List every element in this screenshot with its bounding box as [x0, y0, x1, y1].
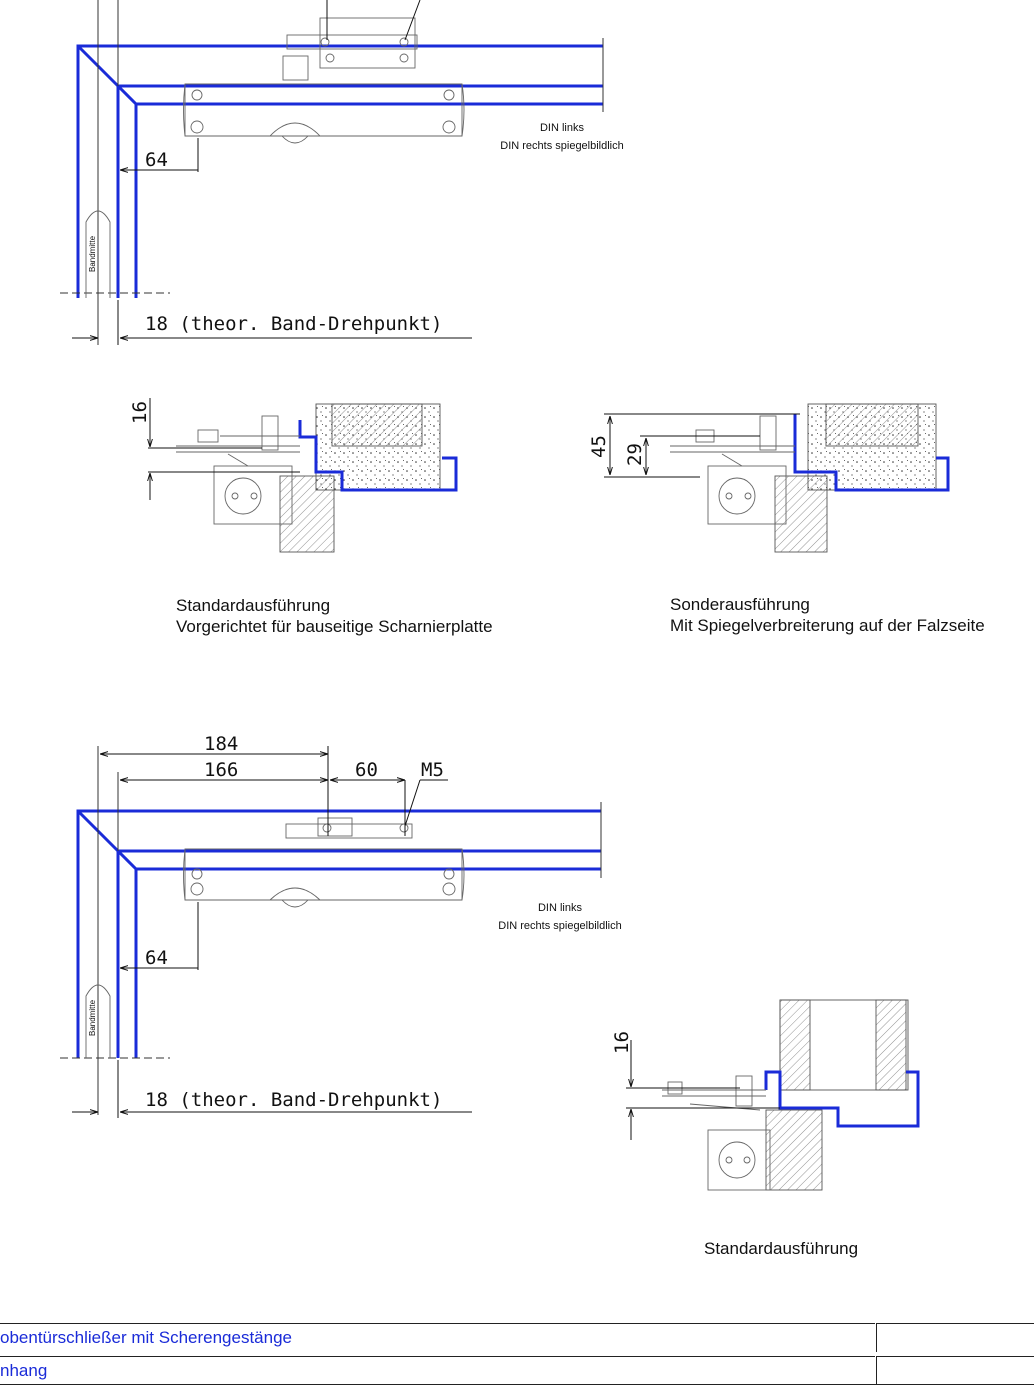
right-dim-45: 45 [588, 435, 610, 458]
bottom-dim-60: 60 [355, 759, 378, 781]
section-right-view: 45 29 [588, 403, 950, 553]
top-dim-18: 18 (theor. Band-Drehpunkt) [145, 313, 442, 335]
right-dim-29: 29 [624, 443, 646, 466]
left-dim-16: 16 [129, 401, 151, 424]
top-din-note-line2: DIN rechts spiegelbildlich [500, 140, 624, 152]
bottom-dim-18: 18 (theor. Band-Drehpunkt) [145, 1089, 442, 1111]
bottom-plan-view: 184 166 60 M5 64 Bandmitte 18 (theor. Ba… [60, 733, 602, 1118]
top-din-note-line1: DIN links [539, 122, 584, 134]
section-left-view: 16 [129, 398, 458, 553]
title-row-3-border [0, 1384, 1034, 1385]
title-cell-2 [876, 1356, 1034, 1385]
bottom-dim-184: 184 [204, 733, 238, 755]
bottom-dim-166: 166 [204, 759, 238, 781]
top-band-label: Bandmitte [88, 235, 97, 272]
bottom-din-note: DIN links DIN rechts spiegelbildlich [492, 899, 628, 935]
left-caption-line2: Vorgerichtet für bauseitige Scharnierpla… [176, 617, 493, 636]
right-caption-line1: Sonderausführung [670, 595, 810, 614]
left-section-caption: Standardausführung Vorgerichtet für baus… [176, 595, 493, 637]
title-row-1: obentürschließer mit Scherengestänge [0, 1323, 875, 1352]
bottom-din-note-line1: DIN links [537, 902, 582, 914]
title-row-2: nhang [0, 1356, 875, 1385]
section-bottom-view: 16 [611, 999, 920, 1191]
title-cell-1 [876, 1323, 1034, 1352]
top-plan-view: 64 Bandmitte 18 (theor. Band-Drehpunkt) [60, 0, 604, 345]
bottom-section-dim-16: 16 [611, 1031, 633, 1054]
bottom-section-caption: Standardausführung [704, 1239, 859, 1258]
top-din-note: DIN links DIN rechts spiegelbildlich [494, 119, 630, 155]
bottom-din-note-line2: DIN rechts spiegelbildlich [498, 920, 622, 932]
right-section-caption: Sonderausführung Mit Spiegelverbreiterun… [670, 594, 985, 636]
top-dim-64: 64 [145, 149, 168, 171]
left-caption-line1: Standardausführung [176, 596, 331, 615]
bottom-dim-64: 64 [145, 947, 168, 969]
bottom-band-label: Bandmitte [88, 999, 97, 1036]
right-caption-line2: Mit Spiegelverbreiterung auf der Falzsei… [670, 616, 985, 635]
bottom-dim-m5: M5 [421, 759, 444, 781]
